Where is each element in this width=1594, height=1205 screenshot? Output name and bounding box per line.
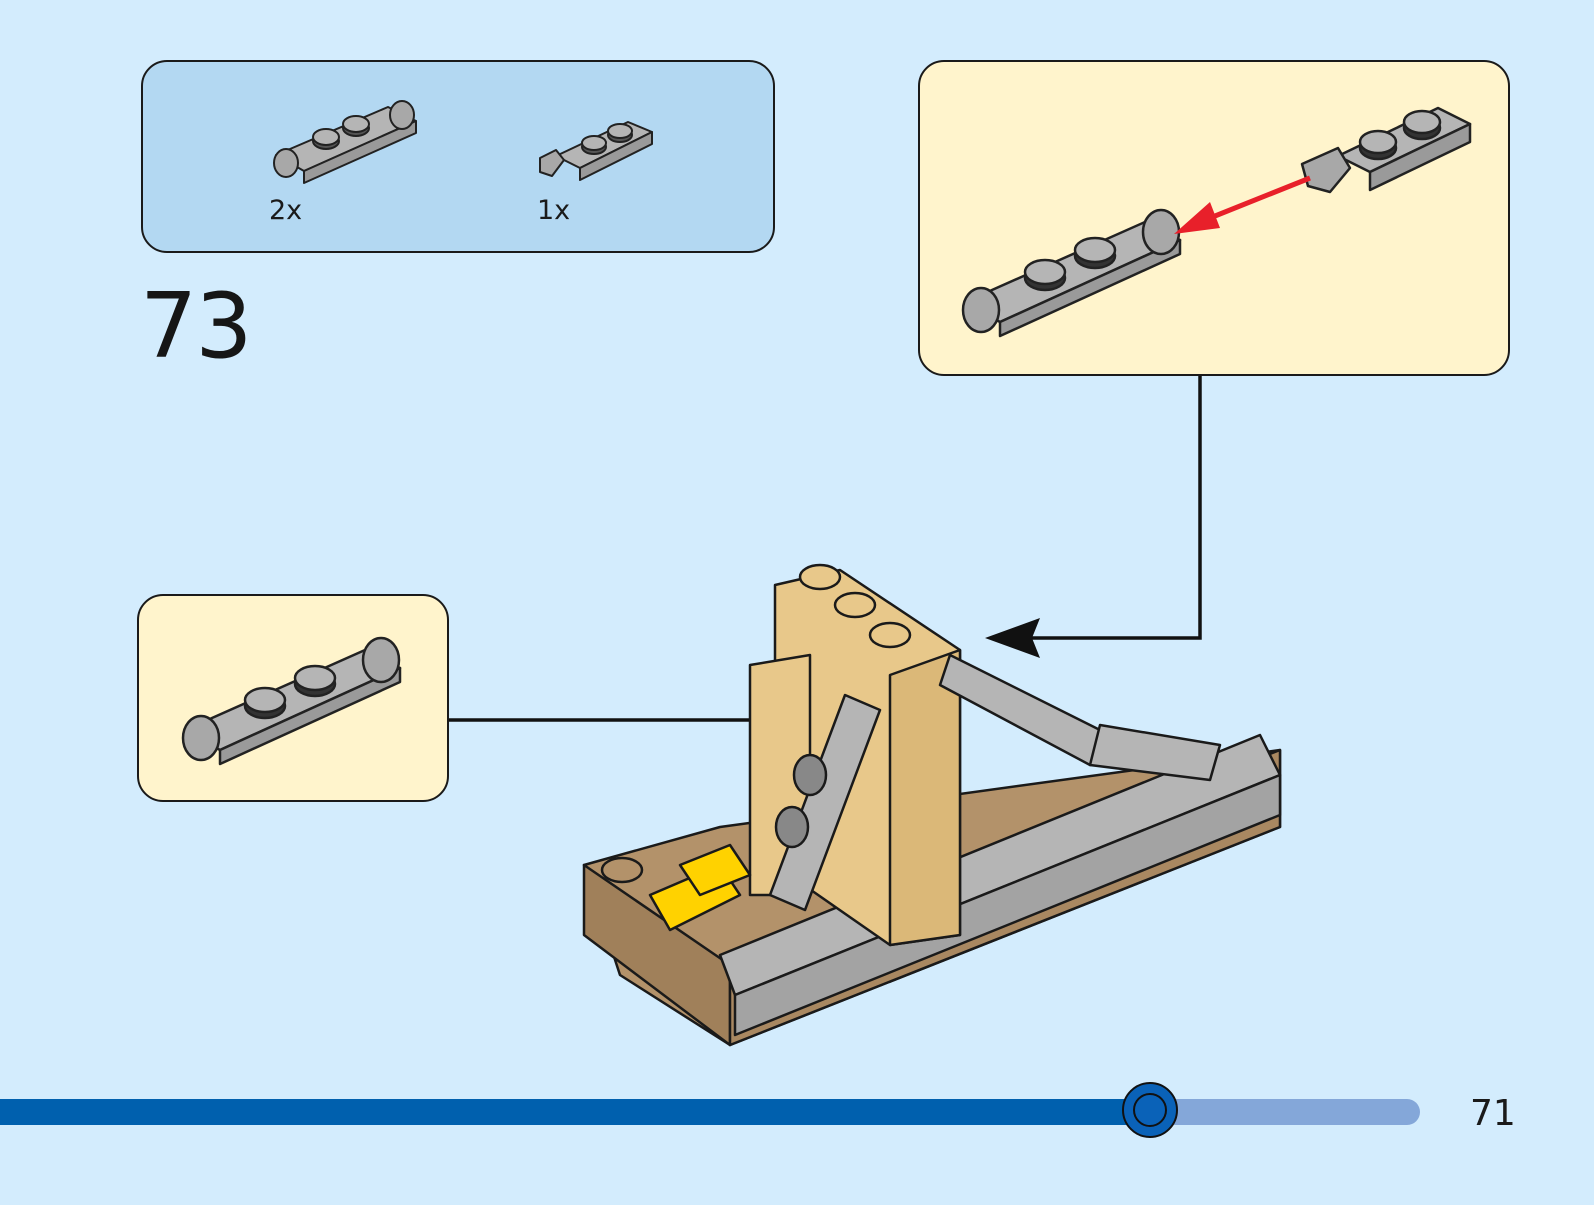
model-bridge-illustration xyxy=(582,563,1282,1047)
step-number: 73 xyxy=(140,274,253,379)
progress-fill xyxy=(0,1099,1151,1125)
arrow-right-icon xyxy=(985,618,1040,658)
part-plate-clip-icon xyxy=(539,121,653,181)
progress-indicator-icon xyxy=(1122,1082,1179,1138)
bar-handle-plate-illustration xyxy=(961,208,1182,338)
callout-plate-detail xyxy=(137,594,449,802)
parts-list-panel: 2x 1x xyxy=(141,60,775,253)
clip-plate-illustration xyxy=(1300,106,1472,194)
part-quantity-label: 2x xyxy=(269,195,303,226)
connector-main xyxy=(1020,376,1202,640)
red-assembly-arrow-icon xyxy=(1174,175,1311,234)
progress-bar xyxy=(0,1082,1420,1138)
page-number: 71 xyxy=(1470,1093,1516,1134)
callout-hinge-detail xyxy=(918,60,1510,376)
part-quantity-label: 1x xyxy=(537,195,571,226)
part-plate-bar-handles-icon xyxy=(273,100,417,184)
bar-handle-plate-illustration xyxy=(181,636,402,766)
